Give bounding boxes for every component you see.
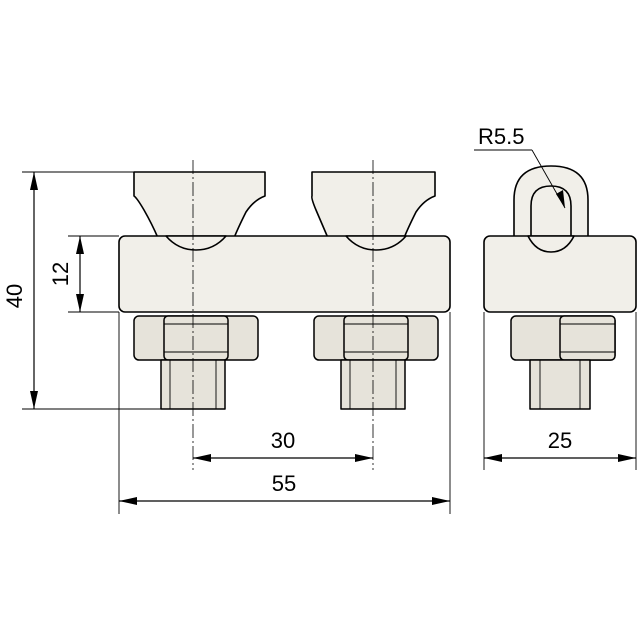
dim-overall-height: 40 <box>2 171 161 410</box>
dim-overall-width: 55 <box>118 312 451 514</box>
dim-body-height: 12 <box>48 235 119 313</box>
right-bolt <box>313 315 439 410</box>
left-groove <box>165 235 227 251</box>
right-groove <box>345 235 407 251</box>
front-view <box>118 160 451 470</box>
dim-55-label: 55 <box>272 471 296 496</box>
left-bolt <box>133 315 259 410</box>
right-saddle <box>311 171 436 239</box>
u-bolt-inner <box>530 185 572 239</box>
left-saddle <box>133 171 266 239</box>
dim-25-label: 25 <box>548 428 572 453</box>
dim-bolt-spacing: 30 <box>193 428 373 462</box>
dim-30-label: 30 <box>271 428 295 453</box>
clamp-body <box>118 235 451 313</box>
side-groove <box>527 235 575 253</box>
side-view <box>483 165 637 410</box>
dim-side-width: 25 <box>483 312 637 470</box>
dim-40-label: 40 <box>2 284 27 308</box>
side-thread <box>529 359 591 410</box>
dim-r55-label: R5.5 <box>478 124 524 149</box>
dim-radius: R5.5 <box>474 124 566 209</box>
right-nut <box>343 315 409 361</box>
dim-12-label: 12 <box>48 262 73 286</box>
side-nut <box>559 315 616 361</box>
left-nut <box>163 315 229 361</box>
